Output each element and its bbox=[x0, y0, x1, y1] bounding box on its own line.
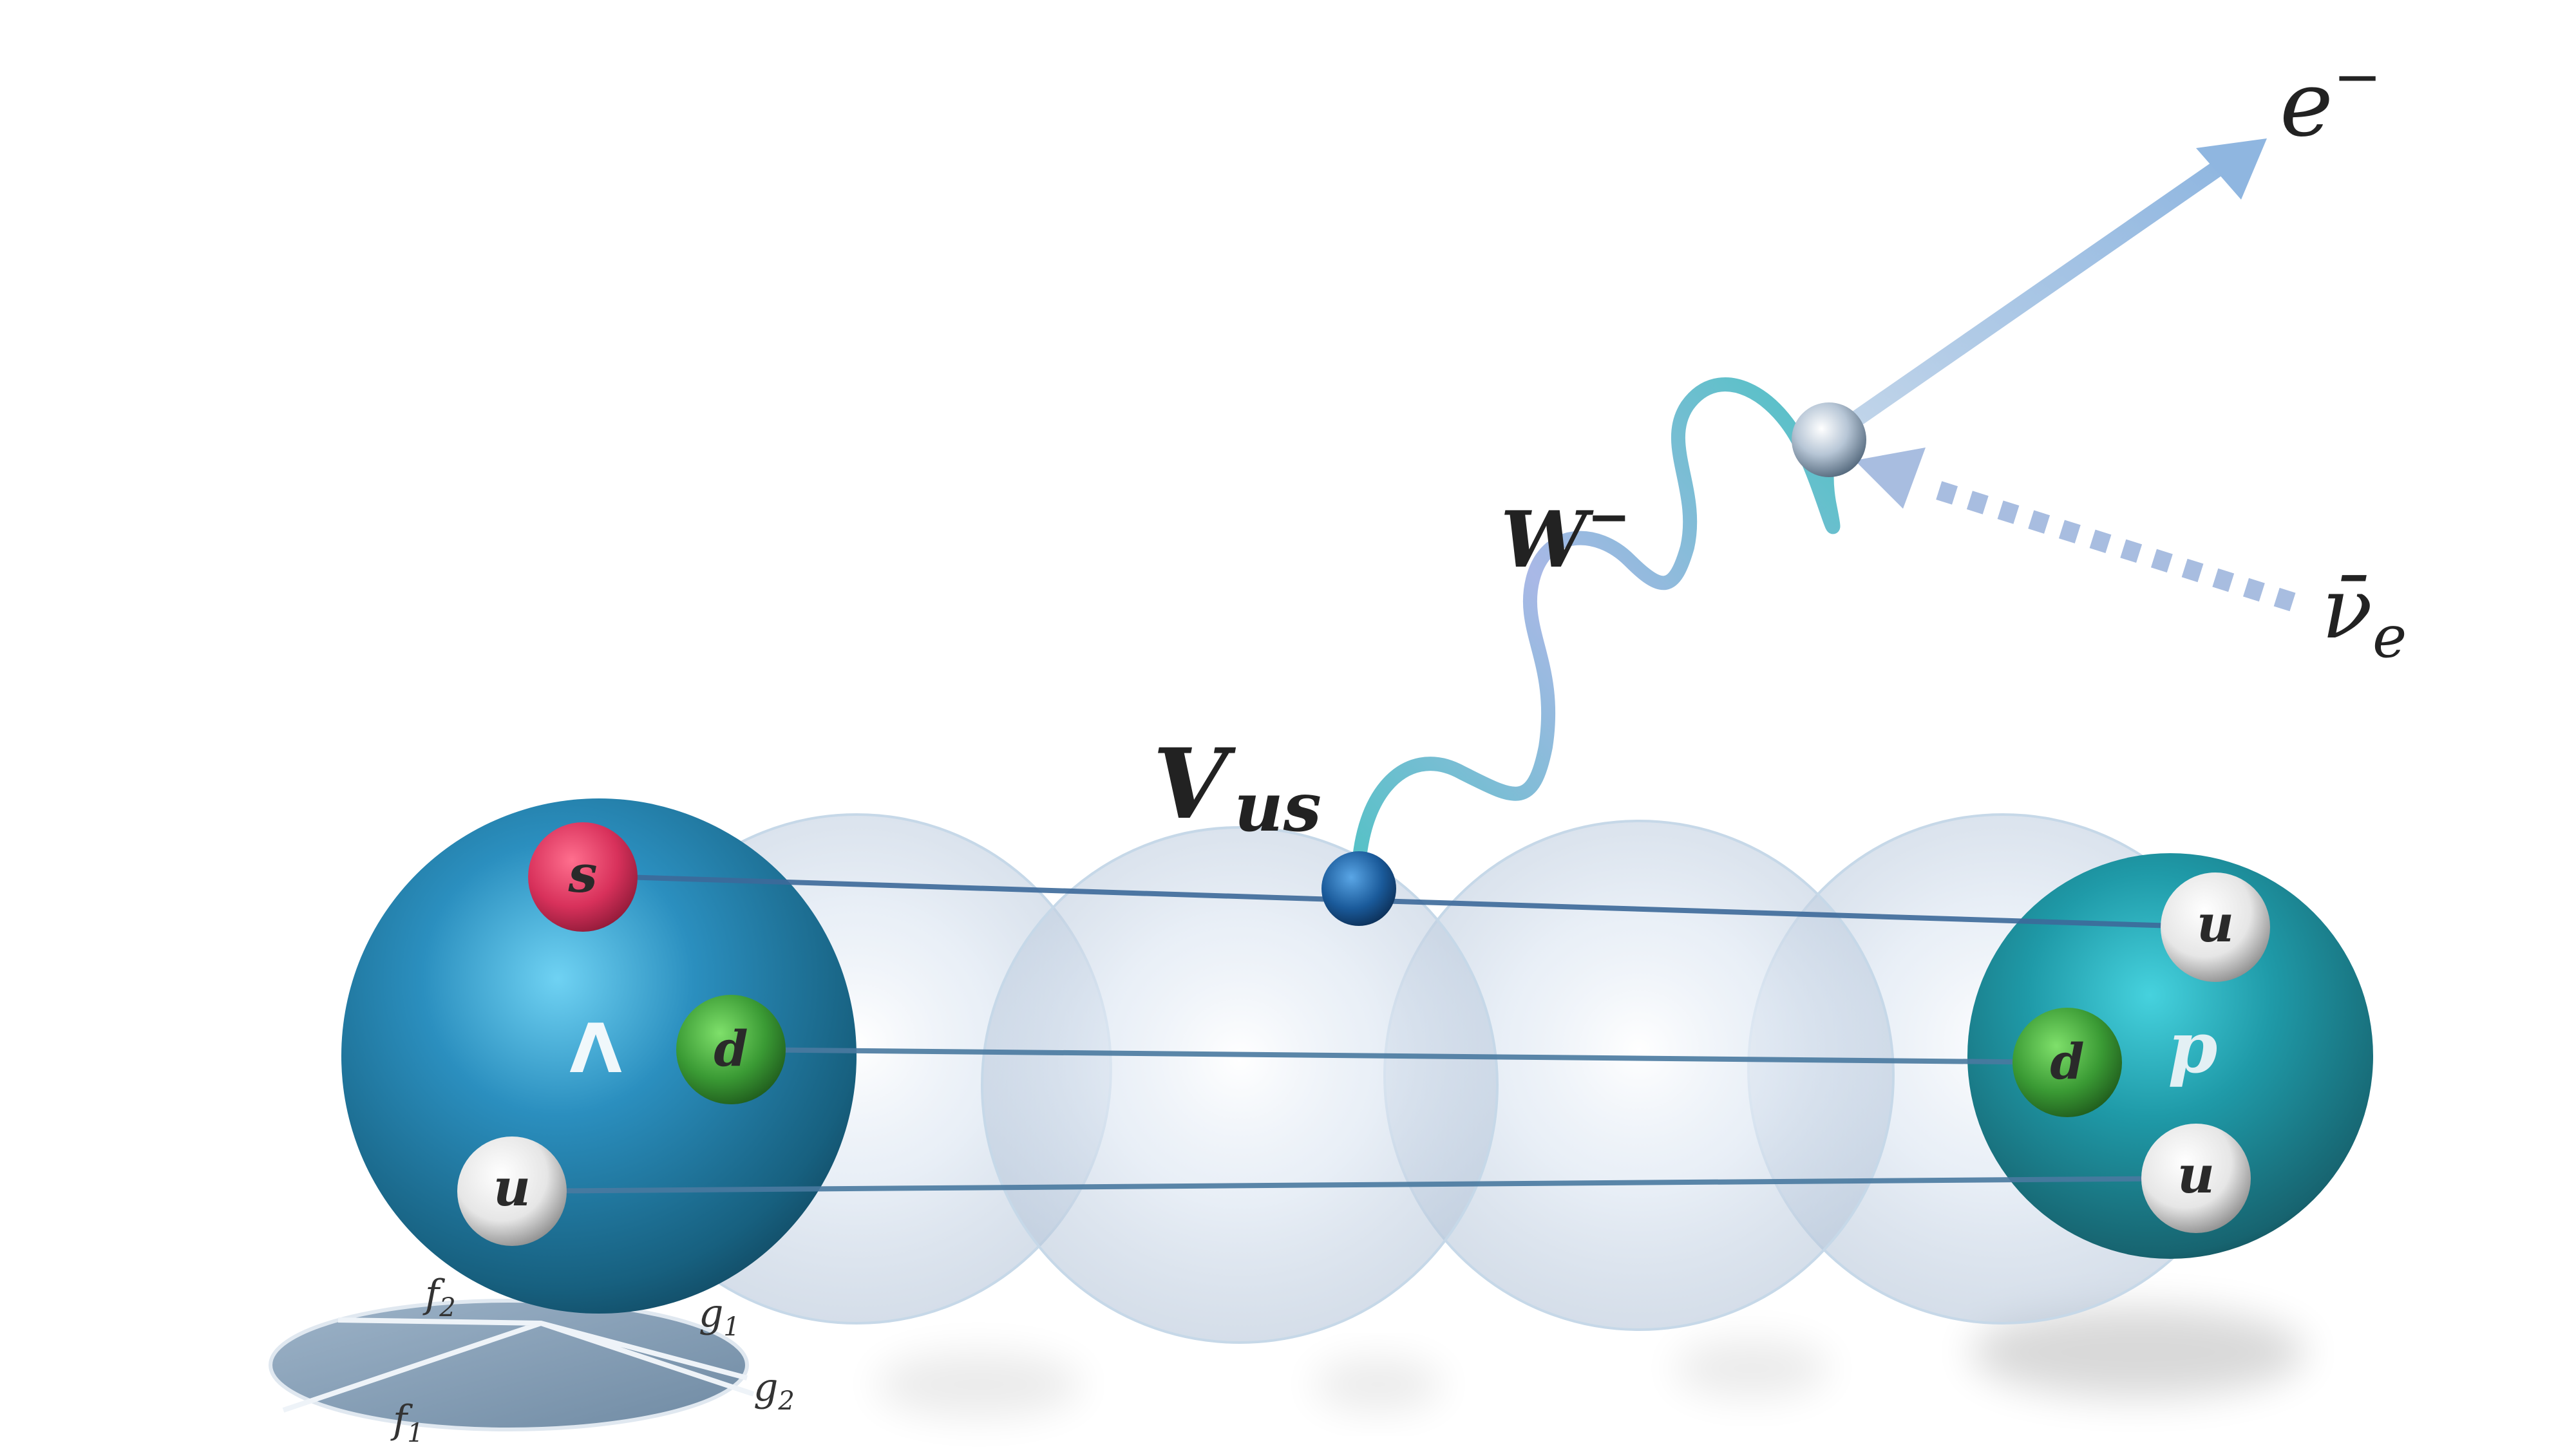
form-factor-f1: f1 bbox=[390, 1397, 424, 1448]
quark-line-d-d bbox=[734, 1047, 2068, 1065]
neutrino-arrow-head bbox=[1855, 448, 1926, 509]
proton-quark-u-top-label: u bbox=[2197, 893, 2234, 954]
electron-arrow-head bbox=[2196, 138, 2267, 200]
lambda-quark-u bbox=[457, 1136, 567, 1246]
form-factor-divider bbox=[282, 1317, 755, 1413]
shadow-proton bbox=[1971, 1307, 2306, 1397]
electron-arrow bbox=[1821, 138, 2267, 446]
form-factor-g2: g2 bbox=[753, 1365, 795, 1416]
electron-arrow-shaft bbox=[1821, 153, 2237, 446]
form-factor-g1: g1 bbox=[699, 1291, 740, 1342]
proton-quark-d-label: d bbox=[2050, 1033, 2084, 1090]
lepton-vertex bbox=[1792, 402, 1866, 477]
ghost-sphere-2 bbox=[981, 826, 1499, 1344]
proton-quark-u-bottom bbox=[2141, 1124, 2251, 1233]
quark-line-s-u bbox=[582, 873, 2216, 930]
neutrino-arrow-shaft bbox=[1922, 476, 2296, 612]
quark-lines bbox=[515, 873, 2216, 1194]
neutrino-label: ν̄e bbox=[2322, 560, 2407, 671]
lambda-quark-u-label: u bbox=[493, 1157, 531, 1218]
neutrino-arrow bbox=[1855, 448, 2296, 612]
shadow-ghost-3 bbox=[1674, 1339, 1829, 1397]
vus-vertex bbox=[1321, 851, 1396, 926]
form-factor-disk bbox=[269, 1299, 755, 1431]
electron-label: e− bbox=[2280, 43, 2382, 157]
lambda-quark-s-label: s bbox=[567, 844, 597, 904]
proton-label: p bbox=[2168, 1006, 2218, 1089]
lambda-quark-d bbox=[676, 995, 786, 1104]
floor-shadows bbox=[876, 1307, 2306, 1417]
lambda-quark-s bbox=[528, 822, 638, 932]
shadow-ghost-1 bbox=[876, 1352, 1082, 1417]
lambda-quarks: s d u bbox=[457, 822, 786, 1246]
proton-quark-u-bottom-label: u bbox=[2177, 1144, 2215, 1205]
shadow-ghost-2 bbox=[1314, 1359, 1443, 1410]
form-factor-ellipse bbox=[269, 1299, 749, 1431]
quark-line-u-u bbox=[515, 1176, 2197, 1194]
proton-quark-d bbox=[2012, 1008, 2122, 1117]
proton-baryon bbox=[1967, 853, 2373, 1259]
lambda-quark-d-label: d bbox=[714, 1020, 748, 1077]
proton-quarks: u d u bbox=[2012, 872, 2270, 1233]
w-boson-line bbox=[1351, 377, 1841, 905]
lambda-label: Λ bbox=[569, 1010, 621, 1088]
proton-quark-u-top bbox=[2161, 872, 2270, 982]
w-boson-label: W− bbox=[1501, 486, 1631, 585]
form-factor-f2: f2 bbox=[422, 1272, 456, 1323]
vus-label: Vus bbox=[1153, 728, 1321, 847]
